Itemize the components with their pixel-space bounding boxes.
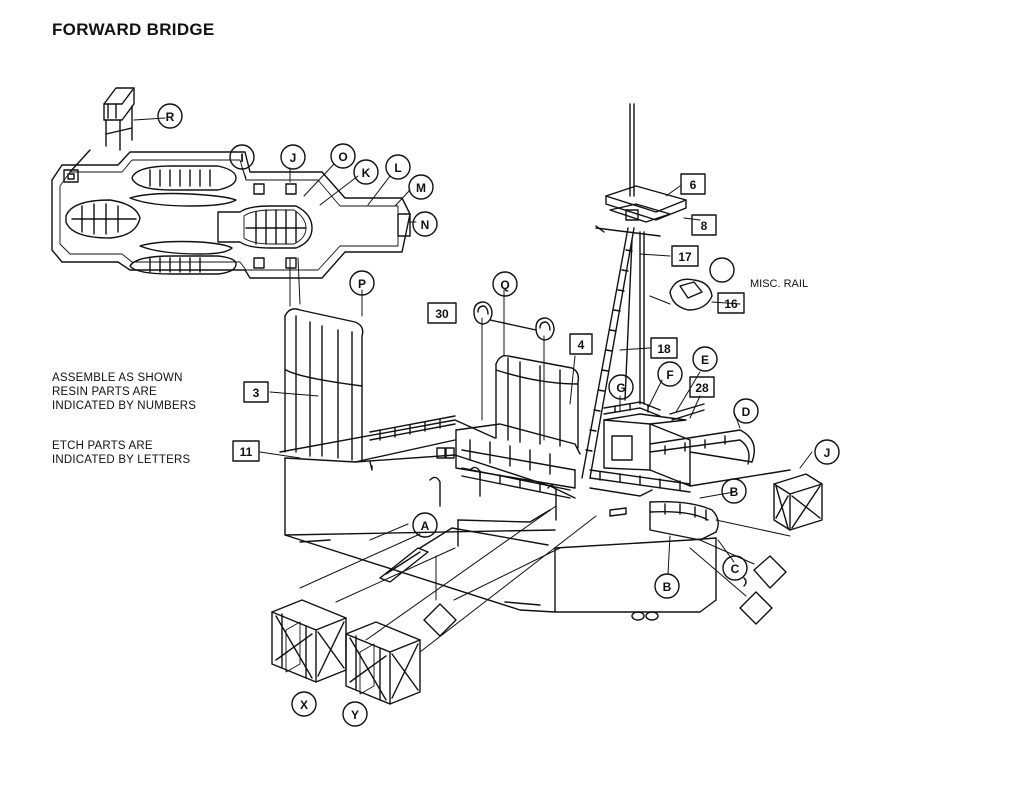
- label-m: M: [408, 174, 434, 200]
- deck-plan: [51, 151, 411, 279]
- bridge-structure: [279, 308, 791, 621]
- svg-text:11: 11: [240, 445, 253, 459]
- part-x-frame: [271, 599, 347, 683]
- label-o: O: [330, 143, 356, 169]
- svg-text:I: I: [240, 151, 243, 165]
- svg-text:28: 28: [695, 381, 709, 395]
- part-r-stand: [69, 87, 135, 173]
- svg-text:R: R: [166, 110, 175, 124]
- note-line-2: RESIN PARTS ARE: [52, 386, 157, 398]
- note-line-3: INDICATED BY NUMBERS: [52, 400, 197, 412]
- svg-text:Q: Q: [500, 278, 509, 292]
- page-title: FORWARD BRIDGE: [52, 20, 215, 39]
- mast: [581, 103, 713, 479]
- label-e: E: [692, 346, 718, 372]
- svg-text:G: G: [616, 381, 625, 395]
- svg-text:J: J: [824, 446, 831, 460]
- label-q: Q: [492, 271, 518, 297]
- svg-text:M: M: [416, 181, 426, 195]
- label-l: L: [385, 154, 411, 180]
- label-6: 6: [680, 173, 706, 195]
- svg-text:4: 4: [578, 338, 585, 352]
- svg-text:C: C: [731, 562, 740, 576]
- part-j-frame: [773, 473, 823, 531]
- label-11: 11: [232, 440, 260, 462]
- label-8: 8: [691, 214, 717, 236]
- svg-text:P: P: [358, 277, 366, 291]
- label-17: 17: [671, 245, 699, 267]
- svg-text:N: N: [421, 218, 430, 232]
- part-c-plates: [423, 555, 787, 637]
- svg-text:J: J: [290, 151, 297, 165]
- note-line-1: ASSEMBLE AS SHOWN: [52, 372, 183, 384]
- label-n: N: [412, 211, 438, 237]
- part-y-frame: [345, 621, 421, 705]
- svg-text:16: 16: [724, 297, 738, 311]
- svg-text:F: F: [666, 368, 673, 382]
- misc-rail-label: MISC. RAIL: [750, 278, 808, 290]
- leader-lines: [133, 117, 813, 653]
- label-g: G: [608, 374, 634, 400]
- svg-text:D: D: [742, 405, 751, 419]
- label-f: F: [657, 361, 683, 387]
- svg-text:30: 30: [435, 307, 449, 321]
- label-r: R: [157, 103, 183, 129]
- label-x: X: [291, 691, 317, 717]
- label-4: 4: [569, 333, 593, 355]
- svg-text:6: 6: [690, 178, 697, 192]
- svg-text:K: K: [362, 166, 371, 180]
- misc-rail-circle: [709, 257, 735, 283]
- svg-text:17: 17: [678, 250, 692, 264]
- svg-text:18: 18: [657, 342, 671, 356]
- svg-text:A: A: [421, 519, 430, 533]
- label-c: C: [722, 555, 748, 581]
- label-y: Y: [342, 701, 368, 727]
- label-d: D: [733, 398, 759, 424]
- note-line-4: ETCH PARTS ARE: [52, 440, 153, 452]
- svg-text:O: O: [338, 150, 347, 164]
- label-18: 18: [650, 337, 678, 359]
- label-i: I: [229, 144, 255, 170]
- label-b-lower: B: [654, 573, 680, 599]
- svg-text:8: 8: [701, 219, 708, 233]
- label-p: P: [349, 270, 375, 296]
- svg-text:3: 3: [253, 386, 260, 400]
- label-30: 30: [427, 302, 457, 324]
- label-a: A: [412, 512, 438, 538]
- label-16: 16: [717, 292, 745, 314]
- label-j-plan: J: [280, 144, 306, 170]
- svg-text:B: B: [663, 580, 672, 594]
- note-line-5: INDICATED BY LETTERS: [52, 454, 191, 466]
- label-k: K: [353, 159, 379, 185]
- etch-labels: R I J O K L M N P Q G F E D J B C B A X …: [157, 103, 840, 727]
- resin-labels: 6 8 17 16 30 4 18 28 3 11: [232, 173, 745, 462]
- part-30-searchlight: [473, 301, 555, 341]
- label-28: 28: [689, 376, 715, 398]
- label-3: 3: [243, 381, 269, 403]
- label-j: J: [814, 439, 840, 465]
- svg-text:X: X: [300, 698, 308, 712]
- svg-text:L: L: [394, 161, 401, 175]
- svg-text:B: B: [730, 485, 739, 499]
- label-b-upper: B: [721, 478, 747, 504]
- svg-text:E: E: [701, 353, 709, 367]
- svg-text:Y: Y: [351, 708, 359, 722]
